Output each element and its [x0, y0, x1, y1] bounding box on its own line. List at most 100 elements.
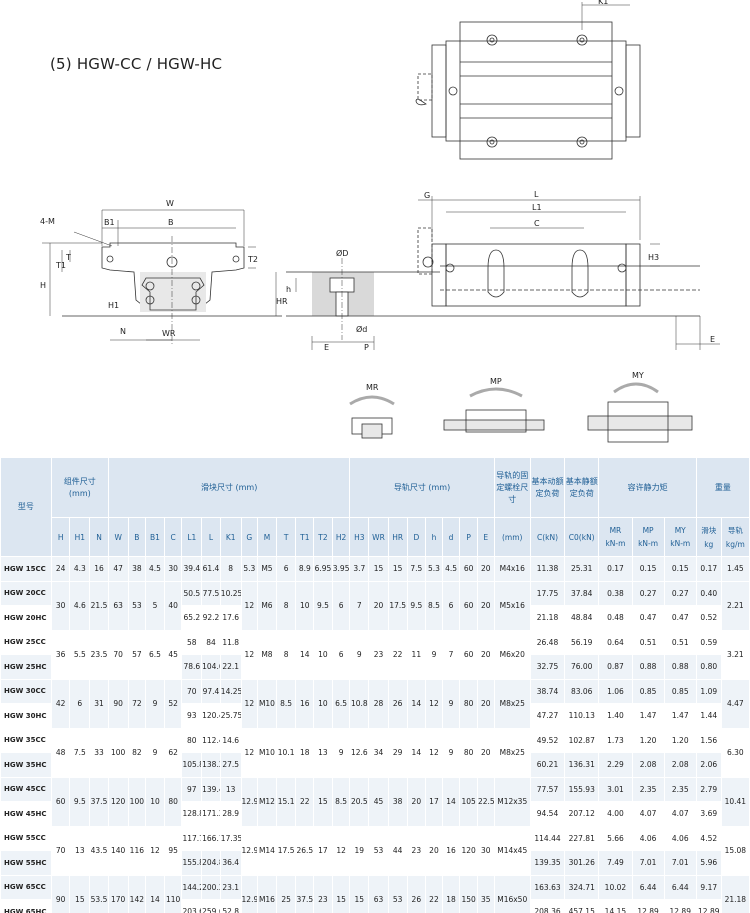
cell-p: 150 [459, 874, 478, 913]
cell-bolt: M14x45 [493, 825, 531, 876]
cell-dd: 9 [441, 727, 461, 778]
cell-c: 80 [163, 776, 183, 827]
front-view: 4-M W B1 B H T1 T T2 H1 N WR [40, 199, 282, 346]
cell-rail-w: 2.21 [720, 580, 750, 631]
table-row: HGW 35HC105.8138.227.560.21136.312.292.0… [0, 752, 750, 778]
moment-mp-diagram: MP [443, 377, 545, 433]
cell-model: HGW 45HC [0, 801, 52, 827]
cell-l1: 70 [181, 678, 203, 704]
cell-my: 6.44 [663, 874, 697, 900]
cell-m: M8 [257, 629, 277, 680]
cell-block-w: 0.40 [695, 580, 722, 606]
cell-my: 2.08 [663, 752, 697, 778]
cell-e: 20 [477, 556, 495, 582]
cell-c: 45 [163, 629, 183, 680]
cell-hr: 22 [387, 629, 408, 680]
group-block: 滑块尺寸 (mm) [107, 457, 351, 518]
cell-p: 80 [459, 727, 478, 778]
cell-bolt: M8x25 [493, 727, 531, 778]
cell-l: 77.5 [201, 580, 221, 606]
cell-bolt: M8x25 [493, 678, 531, 729]
cell-rail-w: 10.41 [720, 776, 750, 827]
cell-wr: 20 [368, 580, 389, 631]
col-h3: H3 [349, 517, 370, 557]
cell-n: 16 [89, 556, 109, 582]
cell-c-dyn: 32.75 [529, 654, 566, 680]
technical-drawing: K1 4-M W B1 B H T1 T T2 H1 N WR [40, 0, 720, 443]
col-c: C [163, 517, 183, 557]
cell-my: 0.47 [663, 605, 697, 631]
cell-c-dyn: 26.48 [529, 629, 566, 655]
col-bolt: (mm) [493, 517, 531, 557]
label-p: P [364, 343, 369, 352]
col-b1: B1 [145, 517, 165, 557]
col-h: H [50, 517, 71, 557]
cell-d: 23 [406, 825, 427, 876]
cell-h2: 12 [331, 825, 351, 876]
cell-d: 9.5 [406, 580, 427, 631]
cell-block-w: 1.44 [695, 703, 722, 729]
cell-b1: 14 [145, 874, 165, 913]
cell-g: 12.9 [240, 825, 259, 876]
group-weight: 重量 [695, 457, 750, 518]
cell-h: 90 [50, 874, 71, 913]
group-stat: 基本静额定负荷 [564, 457, 600, 518]
table-row: HGW 30HC93120.425.7547.27110.131.401.471… [0, 703, 750, 729]
cell-my: 1.20 [663, 727, 697, 753]
cell-t1: 10 [295, 580, 315, 631]
cell-dd: 4.5 [441, 556, 461, 582]
cell-w: 100 [107, 727, 129, 778]
cell-c: 52 [163, 678, 183, 729]
cell-l: 166.7 [201, 825, 221, 851]
cell-c: 62 [163, 727, 183, 778]
cell-b1: 5 [145, 580, 165, 631]
cell-l: 200.2 [201, 874, 221, 900]
cell-g: 12 [240, 678, 259, 729]
cell-c0: 110.13 [564, 703, 600, 729]
table-row: HGW 25HC78.6104.622.132.7576.000.870.880… [0, 654, 750, 680]
cell-block-w: 0.59 [695, 629, 722, 655]
cell-h2: 8.5 [331, 776, 351, 827]
cell-w: 90 [107, 678, 129, 729]
cell-block-w: 0.80 [695, 654, 722, 680]
cell-t1: 8.9 [295, 556, 315, 582]
cell-m: M16 [257, 874, 277, 913]
cell-c-dyn: 163.63 [529, 874, 566, 900]
label-h: H [40, 281, 46, 290]
cell-e: 20 [477, 678, 495, 729]
cell-t: 25 [275, 874, 297, 913]
cell-t2: 23 [313, 874, 333, 913]
cell-t: 10.1 [275, 727, 297, 778]
cell-mr: 10.02 [598, 874, 633, 900]
cell-hh: 17 [425, 776, 443, 827]
cell-mp: 0.47 [631, 605, 665, 631]
cell-l: 120.4 [201, 703, 221, 729]
cell-k1: 52.8 [219, 899, 242, 913]
col-c-dyn: C(kN) [529, 517, 566, 557]
cell-g: 12.9 [240, 874, 259, 913]
label-wr: WR [162, 329, 176, 338]
col-n: N [89, 517, 109, 557]
cell-c0: 136.31 [564, 752, 600, 778]
cell-mr: 2.29 [598, 752, 633, 778]
cell-block-w: 0.52 [695, 605, 722, 631]
cell-t1: 16 [295, 678, 315, 729]
cell-my: 0.51 [663, 629, 697, 655]
cell-t2: 10 [313, 678, 333, 729]
cell-my: 4.07 [663, 801, 697, 827]
cell-c0: 76.00 [564, 654, 600, 680]
cell-model: HGW 55CC [0, 825, 52, 851]
cell-hh: 12 [425, 727, 443, 778]
cell-hh: 20 [425, 825, 443, 876]
cell-c0: 227.81 [564, 825, 600, 851]
cell-model: HGW 20CC [0, 580, 52, 606]
cell-n: 37.5 [89, 776, 109, 827]
col-m: M [257, 517, 277, 557]
cell-my: 1.47 [663, 703, 697, 729]
label-hsmall: h [286, 285, 291, 294]
cell-n: 33 [89, 727, 109, 778]
cell-l1: 117.7 [181, 825, 203, 851]
cell-mr: 0.48 [598, 605, 633, 631]
